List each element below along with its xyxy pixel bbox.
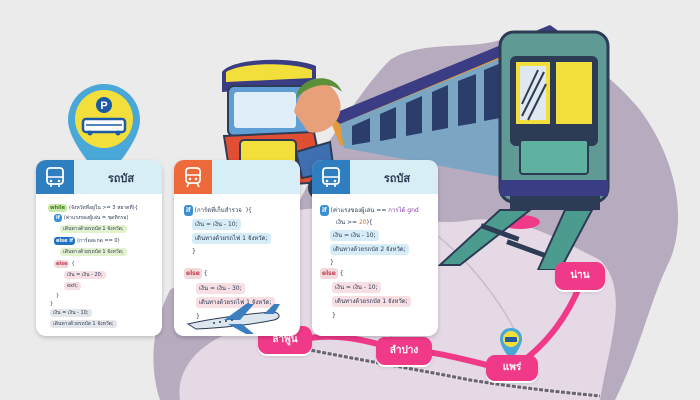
code-block: if(การ์ดที่เก็บสำรวจ){ เงิน = เงิน - 10;… [174, 160, 300, 336]
code-line: (ค่าแรงของผู้เล่น = ขุดทิกรอ) [63, 215, 129, 221]
code-line: (จังหวัดที่อยู่ใน >= 3 หยาดที่){ [69, 205, 138, 211]
location-pin: P [68, 84, 140, 180]
code-line: (การ์ดสะกด == 0) [77, 238, 120, 244]
code-line: เงิน = เงิน - 10; [192, 219, 241, 230]
code-line: เดินทางด้วยรถบัส 1 จังหวัด; [50, 320, 117, 328]
train-card: if(การ์ดที่เก็บสำรวจ){ เงิน = เงิน - 10;… [174, 160, 300, 336]
code-line: } [330, 259, 334, 266]
bus-icon [36, 160, 74, 194]
city-name: ลำพูน [272, 334, 298, 345]
code-line: } [50, 301, 54, 307]
city-name: ลำปาง [389, 345, 419, 356]
code-line: เดินทางด้วยรถไฟ 1 จังหวัด; [192, 233, 271, 244]
code-value: 20 [358, 219, 367, 226]
code-line: เงิน >= [336, 219, 359, 226]
airplane-icon [186, 304, 280, 334]
keyword-else: else [320, 268, 338, 279]
code-line: เดินทางด้วยรถบัส 1 จังหวัด; [60, 248, 127, 256]
code-line: } [192, 248, 196, 255]
code-line: เดินทางด้วยรถไฟ 1 จังหวัด; [196, 297, 275, 308]
keyword-else: else [184, 268, 202, 279]
city-label-nan: น่าน [555, 262, 605, 290]
keyword-if: if [320, 205, 329, 216]
code-line: } [196, 313, 200, 320]
code-line: } [332, 312, 336, 319]
keyword-while: while [48, 204, 67, 212]
train-icon [174, 160, 212, 194]
bus-icon [312, 160, 350, 194]
keyword-if: if [54, 214, 62, 222]
code-line: เงิน = เงิน - 10; [330, 230, 379, 241]
code-line: เดินทางด้วยรถบัส 1 จังหวัด; [60, 225, 127, 233]
code-highlight: การได้ gnd [388, 207, 419, 214]
code-line: ){ [245, 207, 252, 214]
code-line: exit; [64, 282, 81, 290]
code-line: เงิน = เงิน - 10; [332, 282, 381, 293]
keyword-if: if [184, 205, 193, 216]
parking-label: P [100, 100, 107, 112]
pink-route [297, 282, 583, 374]
bus-card-left: รถบัส while(จังหวัดที่อยู่ใน >= 3 หยาดที… [36, 160, 162, 336]
code-line: เงิน = เงิน - 10; [50, 309, 92, 317]
code-line: (การ์ดที่เก็บสำรวจ [194, 207, 242, 214]
code-line: } [56, 293, 60, 299]
code-block: if(ค่าแรงของผู้เล่น == การได้ gnd เงิน >… [312, 160, 438, 336]
city-name: น่าน [570, 270, 590, 281]
code-line: { [71, 261, 75, 267]
code-line: (ค่าแรงของผู้เล่น == [330, 207, 389, 214]
card-title: รถบัส [107, 173, 135, 185]
code-line: เงิน = เงิน - 30; [196, 283, 245, 294]
city-name: แพร่ [502, 362, 522, 373]
train-illustration [330, 25, 610, 270]
code-line: { [203, 270, 208, 277]
city-label-lampang: ลำปาง [376, 337, 432, 365]
code-line: เดินทางด้วยรถบัส 1 จังหวัด; [332, 296, 411, 307]
railway-track [309, 347, 601, 399]
keyword-else-if: else if [54, 237, 76, 245]
card-title: รถบัส [383, 173, 411, 185]
city-label-phrae: แพร่ [486, 355, 538, 381]
code-line: เงิน = เงิน - 20; [64, 271, 106, 279]
keyword-else: else [54, 260, 70, 268]
small-bus-pin [500, 328, 522, 360]
code-line: ){ [366, 219, 373, 226]
code-line: เดินทางด้วยรถบัส 2 จังหวัด; [330, 244, 409, 255]
code-block: while(จังหวัดที่อยู่ใน >= 3 หยาดที่){ if… [36, 160, 162, 336]
bus-card-right: รถบัส if(ค่าแรงของผู้เล่น == การได้ gnd … [312, 160, 438, 336]
code-line: { [339, 270, 344, 277]
